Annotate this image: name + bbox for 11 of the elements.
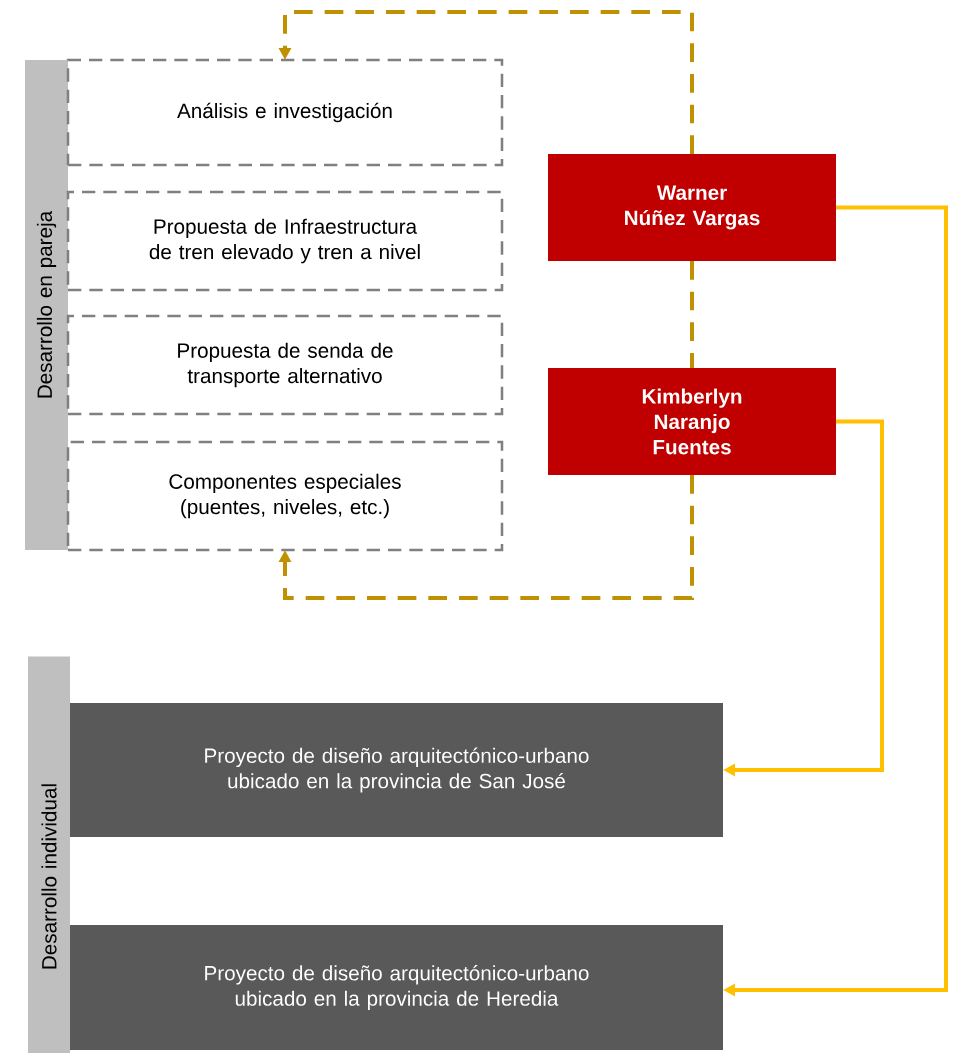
person-box: Kimberlyn Naranjo Fuentes — [548, 368, 836, 475]
project-box: Proyecto de diseño arquitectónico-urbano ubicado en la provincia de San José — [70, 703, 723, 837]
connector-arrow — [278, 475, 694, 600]
task-box: Propuesta de senda de transporte alternativo — [66, 314, 504, 416]
task-box: Componentes especiales (puentes, niveles, etc.) — [66, 440, 504, 552]
side-band: Desarrollo en pareja — [25, 60, 68, 550]
side-band: Desarrollo individual — [28, 656, 70, 1053]
task-box: Propuesta de Infraestructura de tren elevado y tren a nivel — [66, 190, 504, 292]
person-box: Warner Núñez Vargas — [548, 154, 836, 261]
project-box: Proyecto de diseño arquitectónico-urbano ubicado en la provincia de Heredia — [70, 925, 723, 1050]
task-box: Análisis e investigación — [66, 58, 504, 167]
